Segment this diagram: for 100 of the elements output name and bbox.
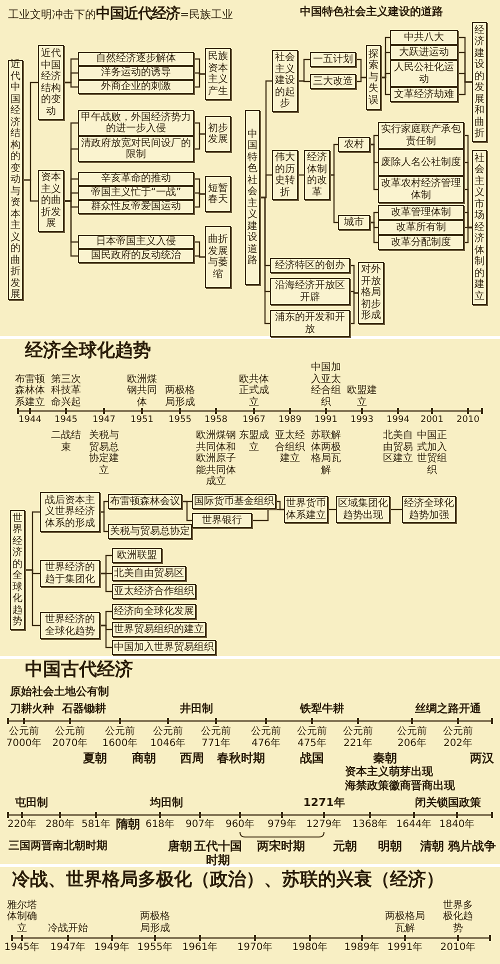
connector-line: [194, 255, 205, 258]
timeline-date: 1989: [278, 415, 302, 426]
heading-box: 近代中国经济结构的变动与资本主义的曲折发展: [8, 60, 23, 300]
concept-box: 初步发展: [205, 116, 231, 152]
heading-box: 经济建设的发展和曲折: [472, 22, 487, 142]
concept-box: 布雷顿森林会议: [108, 494, 182, 509]
timeline-date: 1955: [168, 415, 192, 426]
concept-box: 改革分配制度: [378, 235, 464, 250]
period-label: 春秋时期: [216, 752, 266, 766]
timeline-event: 中国加入亚太经合组织: [310, 362, 342, 408]
timeline-event: 石器锄耕: [62, 703, 107, 716]
timeline-date: 280年: [44, 819, 76, 830]
timeline-event: 中国正式加入世贸组织: [416, 430, 448, 476]
period-label: 唐朝: [167, 840, 193, 854]
period-label: 元朝: [332, 840, 358, 854]
timeline-event: 两极格局形成: [164, 385, 196, 408]
concept-box: 浦东的开发和开放: [270, 310, 350, 337]
timeline-event: 丝绸之路开通: [415, 703, 482, 716]
timeline-date: 公元前2070年: [51, 726, 89, 749]
heading-box: 中国特色社会主义建设道路: [245, 110, 260, 285]
heading-box: 社会主义建设的起步: [272, 50, 298, 112]
concept-box: 自然经济逐步解体: [78, 52, 194, 66]
timeline-date: 1955年: [136, 942, 174, 954]
timeline-date: 公元前1046年: [149, 726, 187, 749]
concept-box: 世界经济的趋于集团化: [40, 560, 100, 587]
concept-box: 世界贸易组织的建立: [112, 622, 206, 637]
concept-box: 北美自由贸易区: [112, 566, 186, 581]
timeline-event: 均田制: [150, 797, 184, 810]
connector-line: [390, 508, 402, 510]
connector-line: [356, 76, 366, 82]
concept-box: 大跃进运动: [390, 45, 458, 60]
timeline-date: 1945年: [3, 942, 41, 954]
period-label: 鸦片战争: [447, 840, 497, 854]
timeline-date: 618年: [144, 819, 176, 830]
concept-box: 短暂春天: [205, 176, 231, 212]
timeline-event: 铁犁牛耕: [300, 703, 345, 716]
timeline-event: 苏联解体两极格局瓦解: [310, 430, 342, 476]
connector-line: [298, 80, 310, 82]
timeline-date: 2010: [456, 415, 480, 426]
heading-box: 探索与失误: [366, 45, 381, 110]
period-label: 西周: [179, 752, 205, 766]
period-label: 夏朝: [82, 752, 108, 766]
timeline-date: 公元前221年: [342, 726, 374, 749]
timeline-event: 刀耕火种: [10, 703, 55, 716]
timeline-date: 1947年: [49, 942, 87, 954]
heading-box: 伟大的历史转折: [272, 150, 298, 200]
connector-line: [194, 73, 205, 88]
connector-line: [194, 193, 205, 208]
connector-line: [260, 196, 270, 324]
connector-line: [194, 133, 205, 150]
timeline-event: 欧洲煤钢共同体: [126, 374, 158, 408]
section-heading: 工业文明冲击下的中国近代经济=民族工业: [8, 6, 234, 22]
concept-box: 农村: [338, 137, 370, 152]
heading-box: 资本主义的曲折发展: [38, 170, 64, 232]
timeline-date: 1951: [130, 415, 154, 426]
timeline-date: 1961年: [181, 942, 219, 954]
timeline-date: 960年: [224, 819, 256, 830]
concept-box: 中国加入世界贸易组织: [112, 640, 216, 655]
concept-box: 沿海经济开放区开辟: [270, 278, 350, 305]
section-heading: 中国古代经济: [25, 660, 134, 681]
timeline-date: 1958: [204, 415, 228, 426]
period-label: 五代十国时期: [193, 840, 243, 868]
timeline-date: 公元前1600年: [101, 726, 139, 749]
connector-line: [25, 569, 40, 626]
connector-line: [370, 144, 378, 190]
timeline-date: 公元前202年: [442, 726, 474, 749]
concept-box: 经济向全球化发展: [112, 604, 196, 619]
section-heading: 中国特色社会主义建设的道路: [300, 6, 444, 19]
heading-box: 经济体制的改革: [304, 150, 330, 200]
section-heading: 冷战、世界格局多极化（政治）、苏联的兴衰（经济）: [12, 870, 445, 891]
timeline-date: 1945: [54, 415, 78, 426]
concept-box: 文革经济劫难: [390, 87, 458, 102]
timeline-event: 欧洲煤钢共同体和欧洲原子能共同体成立: [195, 430, 237, 488]
concept-box: 外商企业的刺激: [78, 80, 194, 94]
timeline-event: 雅尔塔体制确立: [6, 900, 38, 934]
concept-box: 帝国主义忙于“一战”: [78, 186, 194, 200]
timeline-date: 公元前475年: [296, 726, 328, 749]
timeline-event: 世界多极化趋势: [442, 900, 474, 934]
concept-box: 亚太经济合作组织: [112, 584, 196, 599]
concept-box: 战后资本主义世界经济体系的形成: [40, 492, 100, 532]
timeline-date: 1644年: [395, 819, 433, 830]
timeline-date: 1944: [18, 415, 42, 426]
timeline-date: 1970年: [236, 942, 274, 954]
timeline-event: 两极格局形成: [139, 911, 171, 934]
connector-line: [64, 82, 78, 88]
timeline-event: 原始社会土地公有制: [10, 686, 110, 699]
timeline-event: 北美自由贸易区建立: [382, 430, 414, 464]
concept-box: 经济特区的创办: [270, 258, 350, 273]
period-label: 隋朝: [115, 818, 141, 832]
concept-box: 国民政府的反动统治: [78, 249, 194, 263]
heading-box: 世界经济的全球化趋势: [10, 510, 25, 630]
timeline-date: 220年: [6, 819, 38, 830]
heading-box: 对外开放格局初步形成: [358, 262, 384, 324]
timeline-event: 东盟成立: [239, 430, 269, 453]
timeline-date: 1989年: [343, 942, 381, 954]
heading-box: 曲折发展与萎缩: [205, 226, 231, 288]
timeline-event: 欧共体正式成立: [238, 374, 270, 408]
period-label: 两宋时期: [256, 840, 306, 854]
connector-line: [64, 200, 78, 257]
concept-box: 世界银行: [192, 513, 252, 528]
